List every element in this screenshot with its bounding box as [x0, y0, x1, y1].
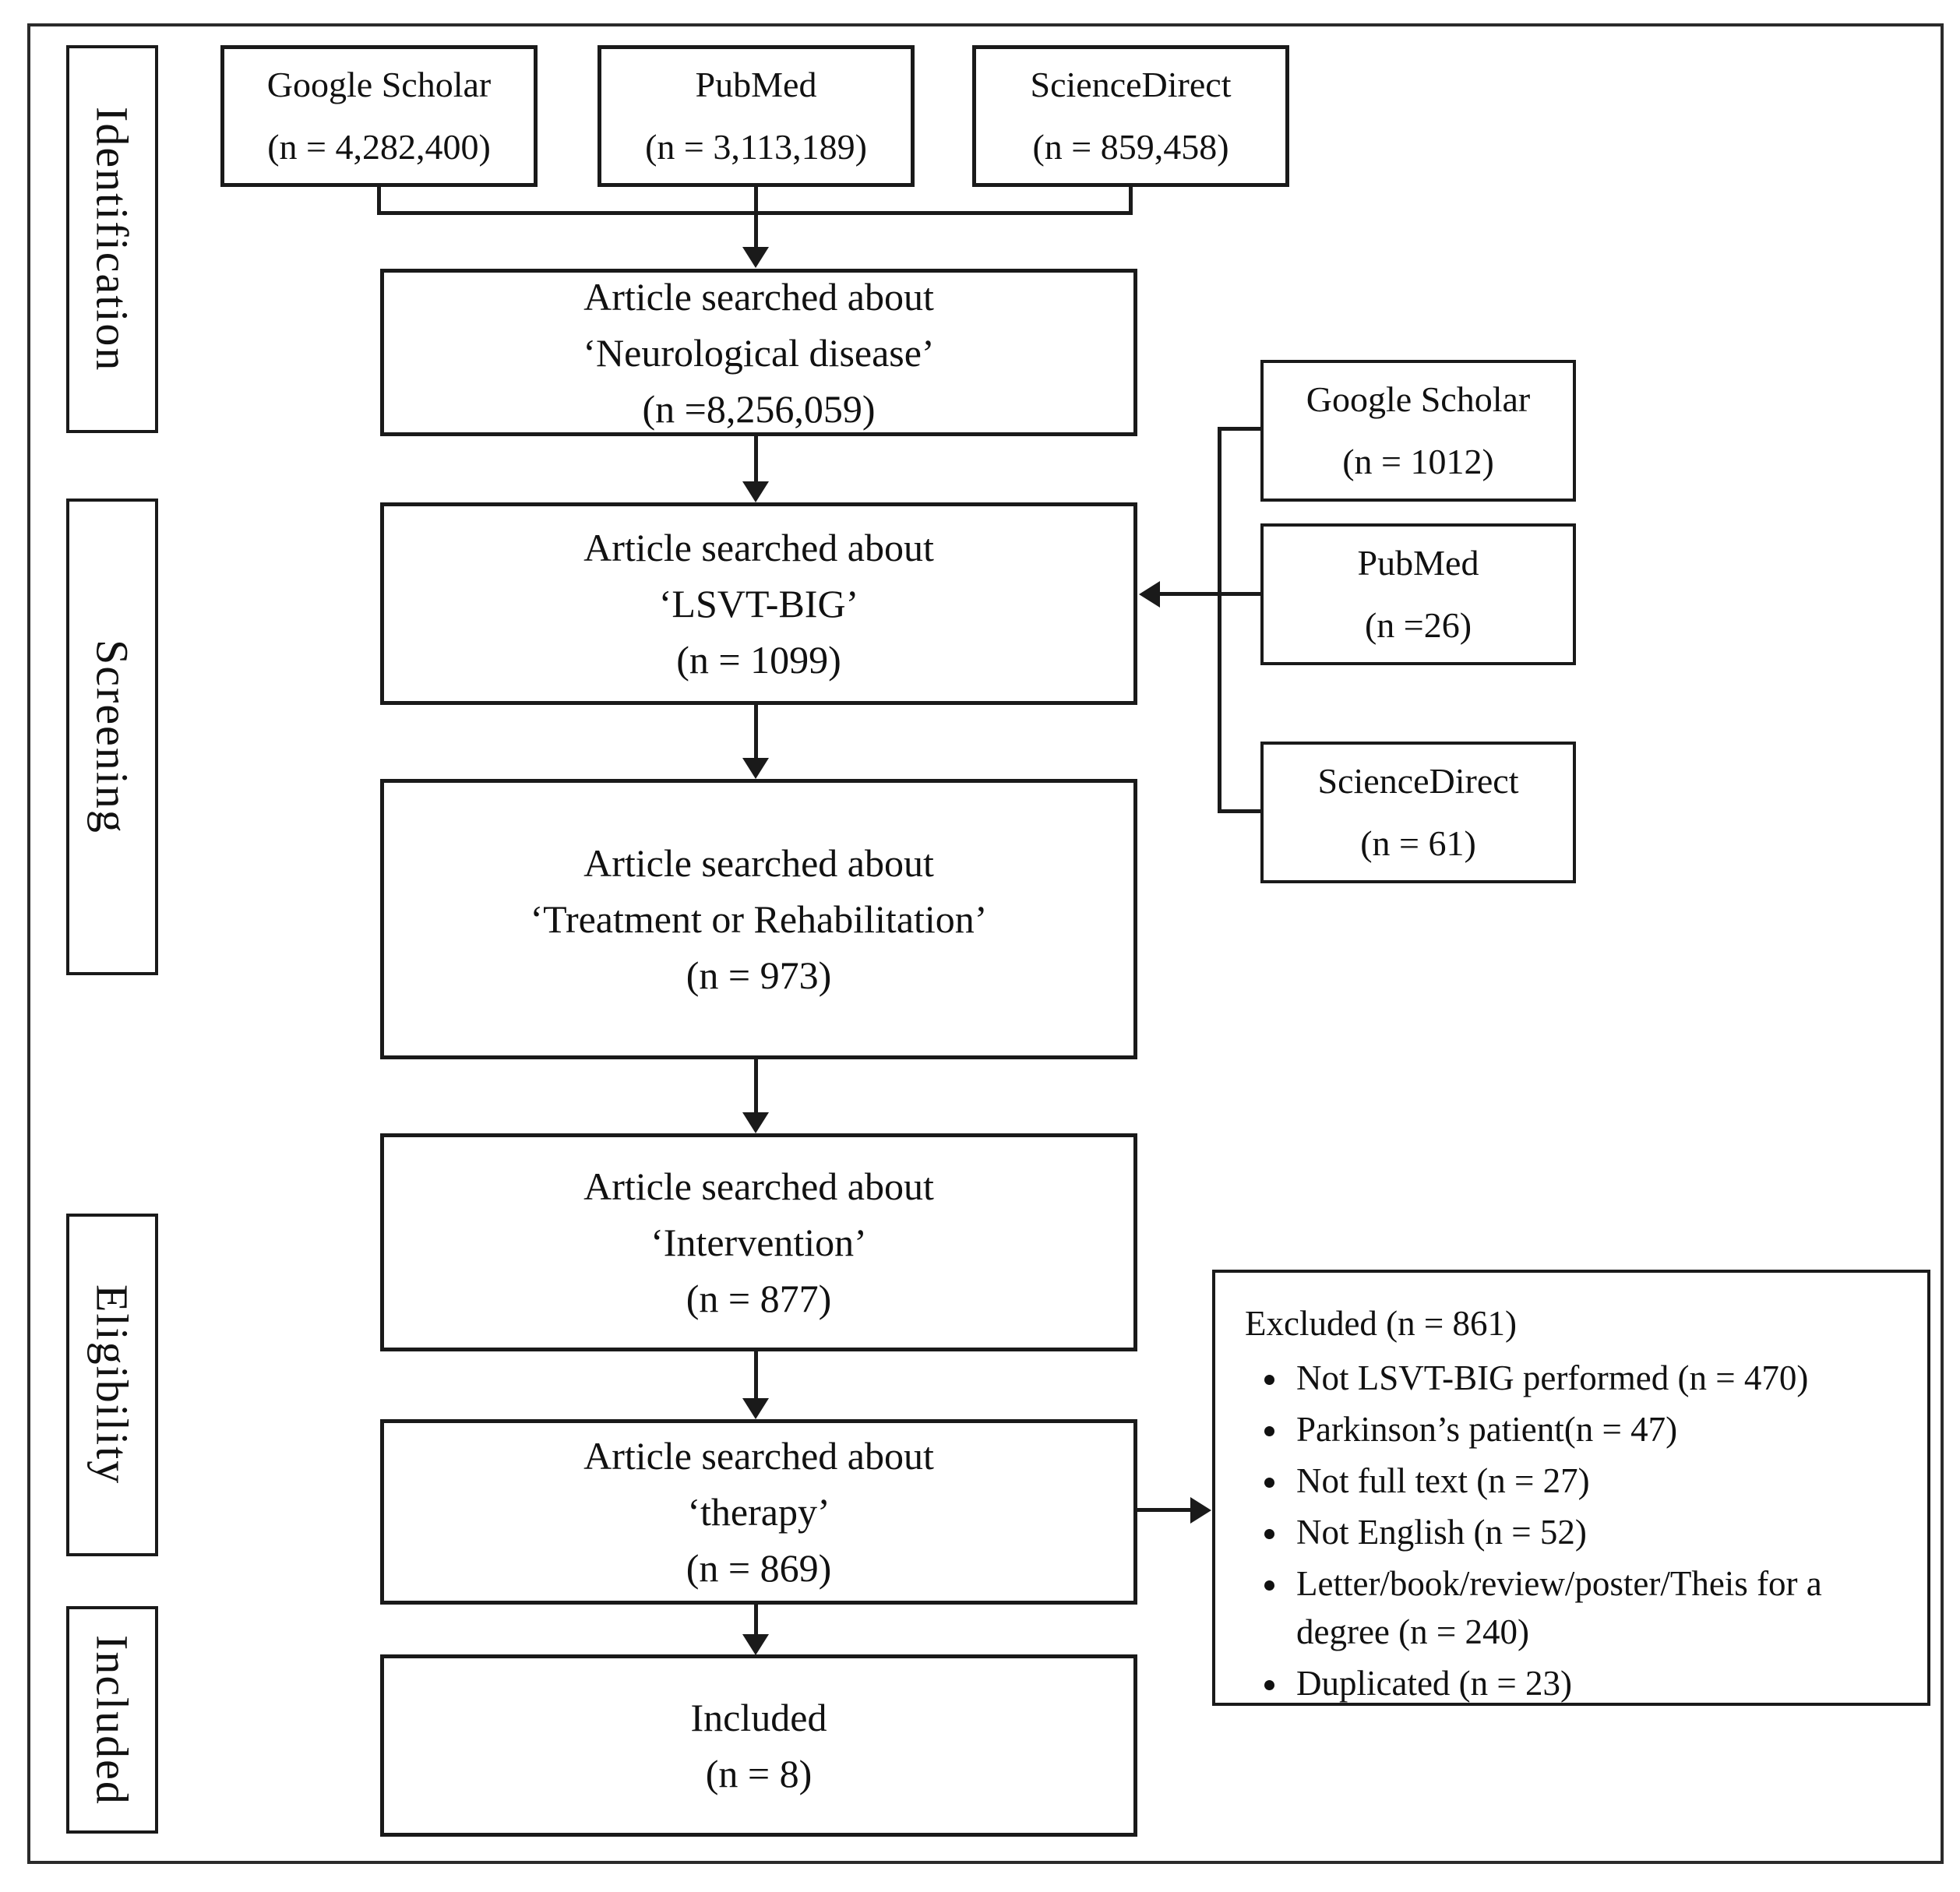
source-name: PubMed [1357, 543, 1479, 583]
source-box-sciencedirect: ScienceDirect (n = 859,458) [972, 45, 1289, 187]
source-box-google-scholar: Google Scholar (n = 4,282,400) [220, 45, 538, 187]
flow-text: ‘therapy’ [687, 1490, 830, 1534]
stage-label: Included [86, 1634, 138, 1806]
flow-count: (n = 869) [686, 1546, 832, 1590]
excluded-box: Excluded (n = 861) Not LSVT-BIG performe… [1212, 1270, 1930, 1706]
excluded-item: Not full text (n = 27) [1290, 1457, 1904, 1505]
source-name: Google Scholar [1306, 379, 1531, 419]
arrow-head-1 [742, 481, 769, 502]
flow-count: (n = 1099) [676, 638, 841, 682]
stage-included: Included [66, 1606, 158, 1834]
arrow-head-4 [742, 1398, 769, 1419]
connector-stub-sciencedirect [1129, 187, 1133, 215]
arrow-shaft-2 [754, 705, 758, 759]
arrow-head-2 [742, 758, 769, 779]
excluded-list: Not LSVT-BIG performed (n = 470) Parkins… [1245, 1354, 1904, 1707]
flow-text: Article searched about [583, 526, 934, 569]
arrow-shaft-4 [754, 1351, 758, 1400]
flow-text: Included [690, 1696, 827, 1739]
source-count: (n = 61) [1360, 823, 1476, 863]
excluded-item: Parkinson’s patient(n = 47) [1290, 1405, 1904, 1453]
arrow-head-to-neurological [742, 247, 769, 268]
flow-text: ‘Treatment or Rehabilitation’ [530, 897, 988, 941]
arrow-head-side-to-lsvt [1139, 581, 1160, 608]
excluded-item: Not English (n = 52) [1290, 1508, 1904, 1556]
source-count: (n = 3,113,189) [645, 127, 867, 167]
flow-box-intervention: Article searched about ‘Intervention’ (n… [380, 1133, 1137, 1351]
arrow-shaft-1 [754, 436, 758, 483]
stage-label: Identification [86, 106, 138, 372]
stage-label: Eligibility [86, 1284, 138, 1485]
arrow-shaft-3 [754, 1059, 758, 1114]
flow-box-included: Included (n = 8) [380, 1654, 1137, 1837]
flow-text: Article searched about [583, 841, 934, 885]
source-name: PubMed [695, 65, 817, 104]
arrow-head-to-excluded [1190, 1497, 1211, 1524]
arrow-shaft-5 [754, 1605, 758, 1637]
flow-count: (n = 8) [705, 1752, 813, 1795]
source-count: (n = 1012) [1342, 442, 1494, 481]
flow-box-treatment-rehabilitation: Article searched about ‘Treatment or Reh… [380, 779, 1137, 1059]
arrow-shaft-to-neurological [754, 211, 758, 248]
flow-text: Article searched about [583, 274, 934, 319]
stage-eligibility: Eligibility [66, 1214, 158, 1556]
connector-stub-pubmed [754, 187, 758, 215]
flow-count: (n = 973) [686, 953, 832, 997]
flow-box-lsvt-big: Article searched about ‘LSVT-BIG’ (n = 1… [380, 502, 1137, 705]
flow-text: ‘LSVT-BIG’ [658, 582, 859, 625]
side-box-google-scholar: Google Scholar (n = 1012) [1260, 360, 1576, 502]
stage-label: Screening [86, 639, 138, 834]
arrow-shaft-to-excluded [1137, 1508, 1192, 1512]
arrow-head-5 [742, 1634, 769, 1655]
flow-count: (n =8,256,059) [642, 386, 876, 431]
source-count: (n =26) [1364, 605, 1472, 645]
source-count: (n = 859,458) [1032, 127, 1229, 167]
source-box-pubmed: PubMed (n = 3,113,189) [598, 45, 915, 187]
side-box-pubmed: PubMed (n =26) [1260, 523, 1576, 665]
flow-box-neurological-disease: Article searched about ‘Neurological dis… [380, 269, 1137, 436]
excluded-item: Letter/book/review/poster/Theis for a de… [1290, 1559, 1904, 1656]
excluded-item: Duplicated (n = 23) [1290, 1659, 1904, 1707]
stage-screening: Screening [66, 499, 158, 975]
source-name: Google Scholar [266, 65, 492, 104]
flow-count: (n = 877) [686, 1277, 832, 1320]
side-bracket-stub-sciencedirect [1218, 809, 1262, 813]
flow-text: ‘Neurological disease’ [583, 330, 935, 375]
source-name: ScienceDirect [1030, 65, 1232, 104]
excluded-title: Excluded (n = 861) [1245, 1304, 1518, 1343]
side-bracket-vertical-line [1218, 427, 1221, 813]
excluded-item: Not LSVT-BIG performed (n = 470) [1290, 1354, 1904, 1402]
flow-text: Article searched about [583, 1434, 934, 1478]
source-count: (n = 4,282,400) [267, 127, 491, 167]
side-box-sciencedirect: ScienceDirect (n = 61) [1260, 742, 1576, 883]
arrow-head-3 [742, 1112, 769, 1133]
arrow-shaft-side-to-lsvt [1159, 592, 1262, 596]
flow-text: ‘Intervention’ [650, 1221, 867, 1264]
connector-stub-google-scholar [377, 187, 381, 215]
flow-box-therapy: Article searched about ‘therapy’ (n = 86… [380, 1419, 1137, 1605]
side-bracket-stub-google-scholar [1218, 427, 1262, 431]
source-name: ScienceDirect [1317, 761, 1519, 801]
stage-identification: Identification [66, 45, 158, 433]
flow-text: Article searched about [583, 1164, 934, 1208]
